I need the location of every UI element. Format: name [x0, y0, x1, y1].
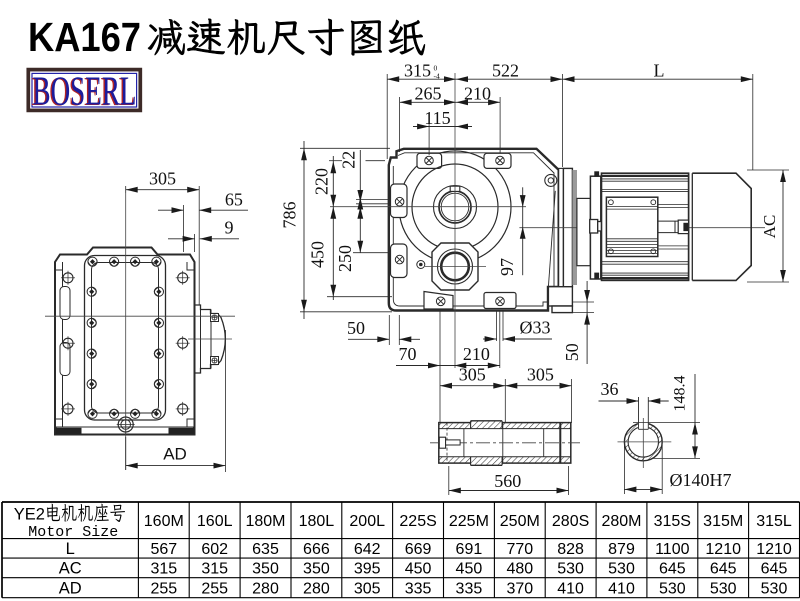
svg-text:Ø140H7: Ø140H7 — [670, 470, 732, 490]
svg-text:265: 265 — [415, 84, 442, 104]
svg-text:450: 450 — [308, 241, 328, 268]
svg-text:315M: 315M — [703, 513, 743, 530]
svg-text:Motor Size: Motor Size — [28, 524, 118, 541]
svg-text:YE2: YE2 — [14, 506, 45, 524]
svg-text:315S: 315S — [654, 513, 691, 530]
svg-text:530: 530 — [659, 580, 686, 597]
svg-text:567: 567 — [150, 541, 177, 558]
svg-text:642: 642 — [354, 541, 381, 558]
svg-text:255: 255 — [201, 580, 228, 597]
svg-text:530: 530 — [557, 561, 584, 578]
svg-text:210: 210 — [464, 84, 491, 104]
svg-text:315L: 315L — [756, 513, 792, 530]
svg-text:Ø33: Ø33 — [520, 318, 551, 338]
svg-text:280M: 280M — [601, 513, 641, 530]
svg-text:1100: 1100 — [655, 541, 690, 558]
svg-text:220: 220 — [311, 168, 331, 195]
svg-text:560: 560 — [494, 471, 521, 491]
svg-text:97: 97 — [497, 258, 517, 276]
svg-text:450: 450 — [405, 561, 432, 578]
svg-text:BOSERL: BOSERL — [31, 68, 135, 114]
svg-text:180L: 180L — [299, 513, 335, 530]
svg-text:410: 410 — [557, 580, 584, 597]
svg-text:530: 530 — [710, 580, 737, 597]
svg-text:669: 669 — [405, 541, 432, 558]
svg-text:AD: AD — [59, 579, 82, 597]
svg-text:315: 315 — [404, 61, 431, 81]
svg-text:770: 770 — [506, 541, 533, 558]
svg-text:210: 210 — [463, 344, 490, 364]
svg-text:645: 645 — [659, 561, 686, 578]
svg-text:AC: AC — [59, 560, 82, 578]
svg-text:225M: 225M — [449, 513, 489, 530]
svg-text:280: 280 — [303, 580, 330, 597]
svg-text:480: 480 — [506, 561, 533, 578]
svg-text:-4: -4 — [434, 72, 440, 81]
svg-text:350: 350 — [252, 561, 279, 578]
svg-text:225S: 225S — [399, 513, 436, 530]
svg-text:410: 410 — [608, 580, 635, 597]
svg-text:280: 280 — [252, 580, 279, 597]
svg-text:522: 522 — [492, 61, 519, 81]
svg-text:L: L — [66, 540, 75, 558]
svg-text:315: 315 — [150, 561, 177, 578]
svg-text:BOSERL: BOSERL — [33, 68, 137, 114]
svg-text:305: 305 — [149, 169, 176, 189]
svg-text:L: L — [654, 61, 665, 81]
svg-text:335: 335 — [456, 580, 483, 597]
svg-text:645: 645 — [710, 561, 737, 578]
svg-text:450: 450 — [456, 561, 483, 578]
svg-text:9: 9 — [225, 218, 234, 238]
svg-text:115: 115 — [424, 108, 450, 128]
svg-text:691: 691 — [456, 541, 483, 558]
svg-text:666: 666 — [303, 541, 330, 558]
svg-text:395: 395 — [354, 561, 381, 578]
svg-text:22: 22 — [339, 151, 359, 169]
svg-text:50: 50 — [562, 343, 582, 361]
svg-text:1210: 1210 — [756, 541, 792, 558]
svg-text:0: 0 — [434, 64, 438, 73]
svg-text:879: 879 — [608, 541, 635, 558]
svg-text:255: 255 — [150, 580, 177, 597]
svg-text:36: 36 — [601, 379, 619, 399]
svg-text:370: 370 — [506, 580, 533, 597]
svg-text:280S: 280S — [552, 513, 589, 530]
svg-text:160M: 160M — [144, 513, 184, 530]
svg-text:250: 250 — [335, 245, 355, 272]
svg-text:AC: AC — [760, 215, 779, 239]
svg-text:50: 50 — [347, 318, 365, 338]
svg-text:635: 635 — [252, 541, 279, 558]
svg-text:KA167: KA167 — [28, 14, 141, 60]
svg-text:148.4: 148.4 — [672, 376, 689, 412]
svg-text:530: 530 — [761, 580, 788, 597]
svg-text:530: 530 — [608, 561, 635, 578]
svg-text:70: 70 — [399, 344, 417, 364]
svg-text:786: 786 — [280, 202, 300, 229]
svg-text:305: 305 — [527, 365, 554, 385]
svg-text:1210: 1210 — [705, 541, 741, 558]
svg-text:200L: 200L — [349, 513, 385, 530]
svg-text:AD: AD — [163, 445, 187, 464]
svg-text:305: 305 — [459, 365, 486, 385]
svg-text:180M: 180M — [245, 513, 285, 530]
svg-text:645: 645 — [761, 561, 788, 578]
svg-text:350: 350 — [303, 561, 330, 578]
svg-text:602: 602 — [201, 541, 228, 558]
svg-text:335: 335 — [405, 580, 432, 597]
svg-text:65: 65 — [225, 190, 243, 210]
svg-text:828: 828 — [557, 541, 584, 558]
svg-text:315: 315 — [201, 561, 228, 578]
svg-text:250M: 250M — [500, 513, 540, 530]
svg-text:160L: 160L — [197, 513, 233, 530]
svg-text:305: 305 — [354, 580, 381, 597]
